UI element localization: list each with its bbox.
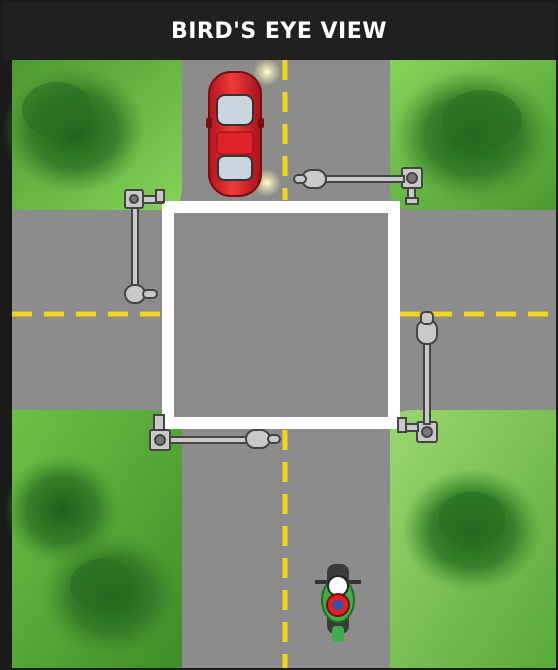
motorcycle (315, 564, 361, 642)
traffic-signal-sw (149, 414, 281, 451)
tree-se (402, 468, 542, 592)
red-car (206, 71, 264, 197)
left-border (2, 60, 12, 668)
tree-sw (4, 455, 182, 657)
traffic-signal-nw (124, 189, 165, 304)
intersection-svg (2, 60, 556, 668)
tree-ne (394, 69, 554, 201)
page-title: BIRD'S EYE VIEW (2, 2, 556, 60)
headlight-glow-left (253, 60, 281, 86)
tree-nw (2, 66, 146, 194)
traffic-signal-ne (293, 167, 423, 205)
intersection-scene (2, 60, 556, 668)
stop-line-box (162, 201, 400, 429)
traffic-signal-se (397, 311, 438, 443)
